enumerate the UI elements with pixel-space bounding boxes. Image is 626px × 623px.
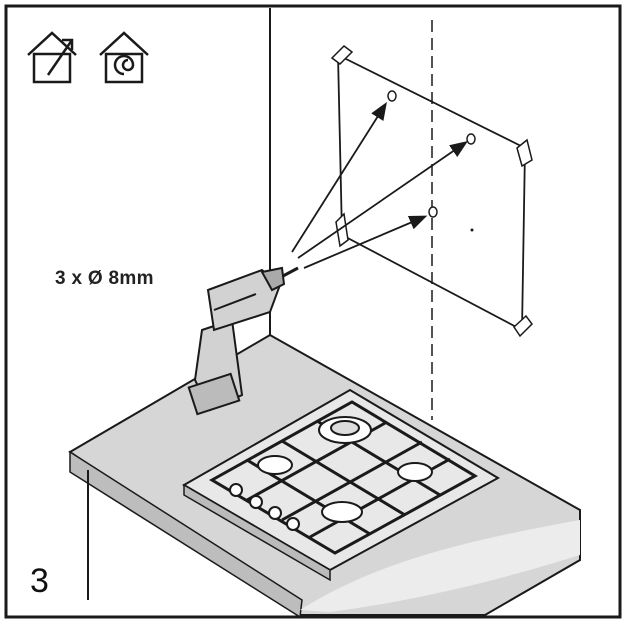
countertop-highlight xyxy=(300,520,580,612)
knob-2 xyxy=(249,495,263,509)
drill-chuck xyxy=(260,266,286,292)
drill-holes xyxy=(387,90,476,218)
burner-front xyxy=(321,501,363,523)
step-number: 3 xyxy=(30,562,49,600)
knob-1 xyxy=(229,483,243,497)
countertop-edge xyxy=(69,450,303,619)
drill-body xyxy=(206,268,282,332)
knob-3 xyxy=(268,506,282,520)
hob-burners xyxy=(257,416,433,523)
drill-bit xyxy=(282,266,299,278)
burner-left xyxy=(257,455,293,475)
burner-right xyxy=(397,462,433,482)
drill-arrows xyxy=(291,101,468,269)
power-drill xyxy=(187,266,299,416)
template-mark xyxy=(470,228,474,232)
hole-center xyxy=(428,206,438,218)
drill-grip-detail xyxy=(213,293,257,311)
drill-size-label: 3 x Ø 8mm xyxy=(55,268,154,289)
house-exhaust-icon xyxy=(27,31,77,84)
gas-hob xyxy=(181,388,501,582)
hole-top xyxy=(387,90,397,102)
hole-right xyxy=(466,133,476,145)
template-tape-tabs xyxy=(330,45,533,338)
house-recirculation-icon xyxy=(99,31,149,84)
drill-battery xyxy=(187,372,241,416)
hob-knobs xyxy=(229,483,300,531)
hob-front-edge xyxy=(183,483,331,582)
knob-4 xyxy=(286,517,300,531)
